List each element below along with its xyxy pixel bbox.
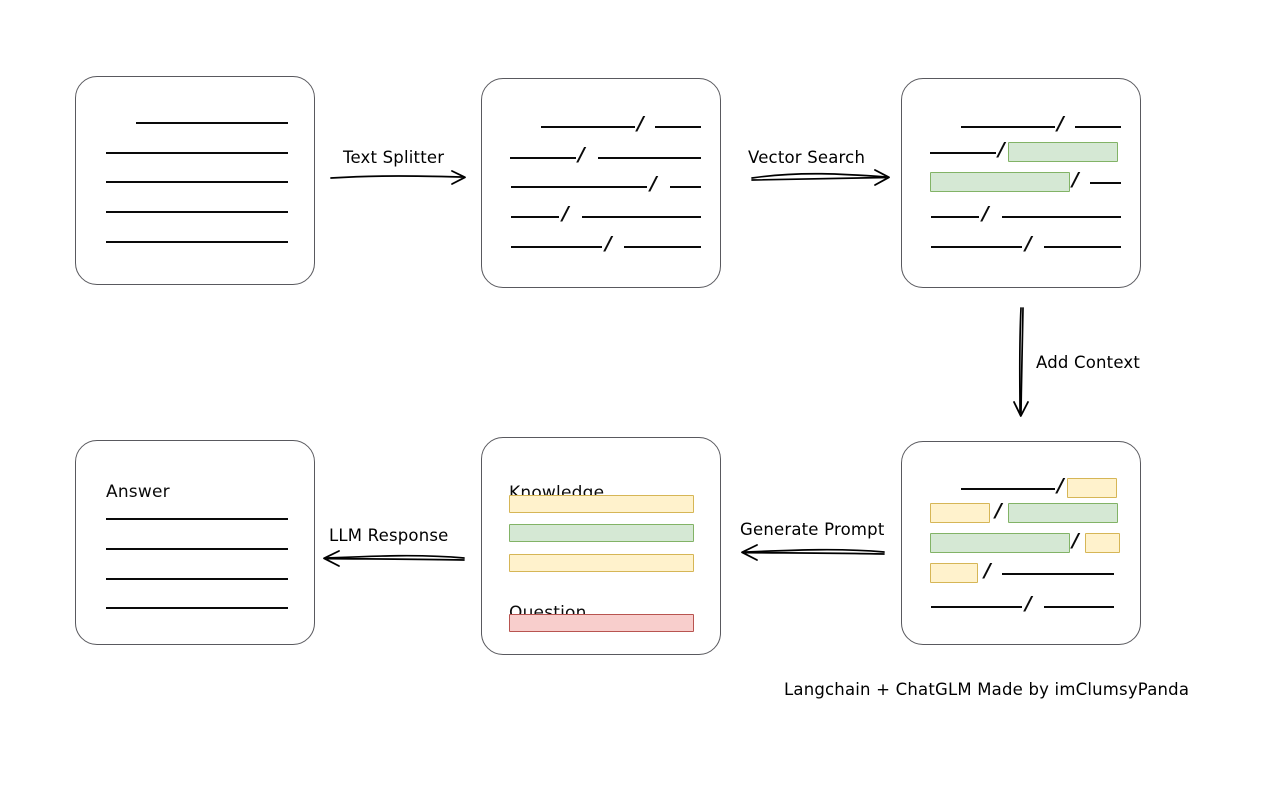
vector-matches-green-chip (1008, 142, 1118, 162)
split-chunks-text-line (655, 126, 701, 128)
vector-matches-text-line (1090, 182, 1121, 184)
vector-matches-text-line (1044, 246, 1121, 248)
context-added-separator-slash: / (984, 559, 991, 582)
vector-matches-separator-slash: / (1057, 112, 1064, 135)
prompt-red-chip (509, 614, 694, 632)
context-added-separator-slash: / (1057, 474, 1064, 497)
source-document-text-line (106, 181, 288, 183)
arrow-add-context (1013, 307, 1029, 417)
prompt-yellow-chip (509, 495, 694, 513)
source-document-text-line (106, 241, 288, 243)
context-added-yellow-chip (930, 503, 990, 523)
vector-matches-separator-slash: / (998, 138, 1005, 161)
split-chunks-separator-slash: / (637, 112, 644, 135)
vector-matches-green-chip (930, 172, 1070, 192)
answer-text-line (106, 518, 288, 520)
answer-text-line (106, 578, 288, 580)
arrow-text-splitter (330, 170, 466, 185)
context-added-green-chip (1008, 503, 1118, 523)
vector-matches-separator-slash: / (982, 202, 989, 225)
context-added-text-line (1044, 606, 1114, 608)
source-document-text-line (136, 122, 288, 124)
vector-matches-text-line (930, 152, 996, 154)
answer-text-line (106, 548, 288, 550)
source-document-text-line (106, 211, 288, 213)
edge-label-generate-prompt: Generate Prompt (740, 520, 885, 539)
split-chunks-text-line (511, 216, 559, 218)
source-document-box (75, 76, 315, 285)
context-added-text-line (961, 488, 1055, 490)
arrow-llm-response (323, 550, 465, 567)
edge-label-llm-response: LLM Response (329, 526, 449, 545)
split-chunks-text-line (670, 186, 701, 188)
arrow-vector-search (751, 169, 890, 186)
prompt-yellow-chip (509, 554, 694, 572)
split-chunks-text-line (511, 246, 602, 248)
answer-label: Answer (106, 482, 170, 502)
context-added-yellow-chip (1085, 533, 1120, 553)
vector-matches-text-line (1002, 216, 1121, 218)
context-added-green-chip (930, 533, 1070, 553)
vector-matches-text-line (961, 126, 1055, 128)
split-chunks-text-line (510, 157, 576, 159)
split-chunks-separator-slash: / (605, 232, 612, 255)
edge-label-vector-search: Vector Search (748, 148, 866, 167)
context-added-text-line (931, 606, 1022, 608)
split-chunks-text-line (582, 216, 701, 218)
vector-matches-text-line (1075, 126, 1121, 128)
vector-matches-text-line (931, 246, 1022, 248)
context-added-text-line (1002, 573, 1114, 575)
source-document-text-line (106, 152, 288, 154)
vector-matches-text-line (931, 216, 979, 218)
vector-matches-separator-slash: / (1072, 168, 1079, 191)
context-added-yellow-chip (1067, 478, 1117, 498)
split-chunks-box (481, 78, 721, 288)
answer-text-line (106, 607, 288, 609)
context-added-separator-slash: / (1025, 592, 1032, 615)
context-added-separator-slash: / (1072, 529, 1079, 552)
arrow-generate-prompt (741, 544, 885, 561)
split-chunks-text-line (541, 126, 635, 128)
vector-matches-separator-slash: / (1025, 232, 1032, 255)
split-chunks-text-line (511, 186, 647, 188)
edge-label-text-splitter: Text Splitter (343, 148, 445, 167)
split-chunks-text-line (624, 246, 701, 248)
split-chunks-separator-slash: / (650, 172, 657, 195)
context-added-yellow-chip (930, 563, 978, 583)
answer-box (75, 440, 315, 645)
diagram-caption: Langchain + ChatGLM Made by imClumsyPand… (784, 680, 1190, 699)
context-added-separator-slash: / (995, 499, 1002, 522)
split-chunks-text-line (598, 157, 701, 159)
split-chunks-separator-slash: / (578, 143, 585, 166)
prompt-green-chip (509, 524, 694, 542)
edge-label-add-context: Add Context (1036, 353, 1141, 372)
split-chunks-separator-slash: / (562, 202, 569, 225)
